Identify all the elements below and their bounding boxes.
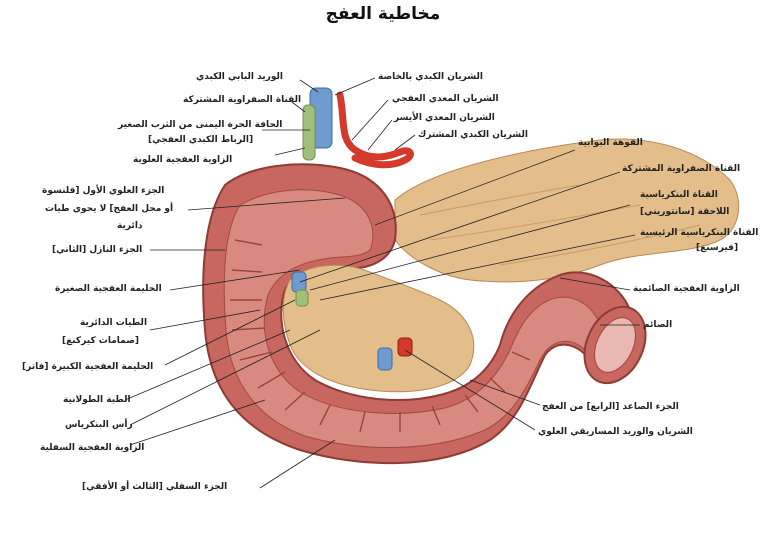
papilla-duct-vein: [291, 271, 307, 293]
label-superior-mesenteric: الشريان والوريد المساريقي العلوي: [538, 427, 693, 437]
bile-duct-shape: [302, 104, 316, 161]
duodenum-mucosa: [223, 189, 599, 448]
label-main-duct-line2: [فيرسنغ]: [696, 243, 739, 253]
label-accessory-duct-line1: القناة البنكرياسية: [640, 190, 718, 200]
label-left-gastric-artery: الشريان المعدي الأيسر: [394, 113, 495, 123]
label-ascending-part: الجزء الصاعد [الرابع] من العفج: [542, 402, 679, 412]
label-main-duct-line1: القناة البنكرياسية الرئيسية: [640, 228, 759, 238]
sup-mesenteric-vein-shape: [377, 347, 393, 371]
label-common-bile-duct-top: القناة الصفراوية المشتركة: [183, 95, 302, 105]
pancreas-head: [282, 264, 475, 393]
label-circular-folds-line2: [صمامات كيركنغ]: [62, 336, 140, 346]
label-superior-part-line2: أو مجل العفج] لا يحوي طيات: [45, 204, 174, 214]
papilla-duct-bile: [295, 289, 309, 307]
label-accessory-duct-line2: اللاحقة [سانتوريني]: [640, 207, 730, 217]
sup-mesenteric-artery-shape: [397, 337, 413, 357]
label-superior-part-line3: دائرية: [117, 221, 143, 231]
diagram-title: مخاطية العفج: [325, 4, 441, 24]
pancreas-body: [394, 138, 740, 283]
label-longitudinal-fold: الطية الطولانية: [63, 395, 131, 405]
label-jejunum: الصائم: [643, 320, 673, 330]
label-major-papilla: الحليمة العفجية الكبيرة [فاتر]: [22, 362, 154, 372]
label-hepatoduodenal-ligament: [الرباط الكبدي العفجي]: [148, 135, 254, 145]
label-circular-folds-line1: الطيات الدائرية: [80, 318, 148, 328]
label-pylorus: الفوهة البوابية: [578, 138, 643, 148]
label-superior-flexure: الزاوية العفجية العلوية: [133, 155, 233, 165]
label-inferior-flexure: الزاوية العفجية السفلية: [40, 443, 145, 453]
hepatic-artery-shape: [336, 91, 414, 169]
label-superior-part-line1: الجزء العلوي الأول [قلنسوة: [42, 186, 165, 196]
label-common-bile-duct: القناة الصفراوية المشتركة: [622, 164, 741, 174]
label-hepatoduodenal-edge: الحافة الحرة اليمنى من الثرب الصغير: [118, 120, 283, 130]
jejunum-lumen: [594, 317, 636, 373]
label-pancreas-head: رأس البنكرياس: [65, 420, 133, 430]
label-descending-part: الجزء النازل [الثاني]: [52, 245, 143, 255]
label-inferior-part: الجزء السفلي [الثالث أو الأفقي]: [82, 482, 228, 492]
label-minor-papilla: الحليمة العفجية الصغيرة: [55, 284, 162, 294]
label-portal-vein: الوريد البابي الكبدي: [196, 72, 283, 82]
label-proper-hepatic-artery: الشريان الكبدي بالخاصة: [378, 72, 483, 82]
leader-lines: [124, 77, 640, 489]
label-gastroduodenal-artery: الشريان المعدي العفجي: [392, 94, 499, 104]
label-duodenojejunal-flexure: الزاوية العفجية الصائمية: [633, 284, 740, 294]
circular-folds: [230, 239, 531, 433]
label-common-hepatic-artery: الشريان الكبدي المشترك: [418, 130, 528, 140]
